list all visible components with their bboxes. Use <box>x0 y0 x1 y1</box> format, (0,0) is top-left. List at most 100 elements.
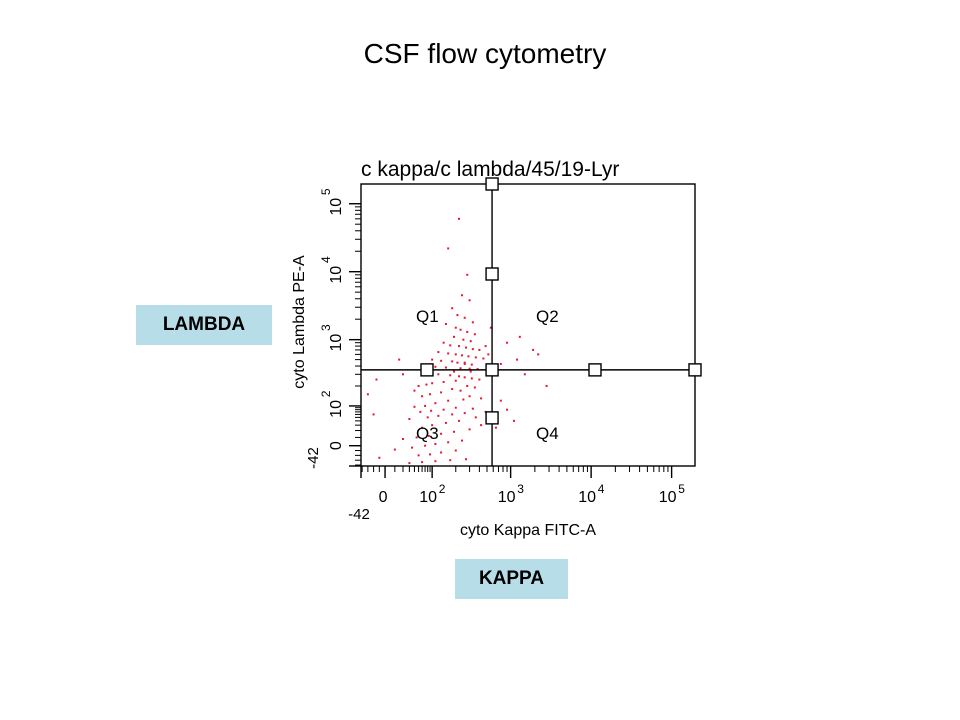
data-point <box>494 426 497 429</box>
data-point <box>421 395 424 398</box>
data-point <box>444 323 447 326</box>
data-point <box>474 416 477 419</box>
data-point <box>408 462 411 465</box>
data-point <box>468 367 471 370</box>
data-point <box>463 412 466 415</box>
data-point <box>430 409 433 412</box>
y-tick-exponent: 4 <box>319 256 333 263</box>
data-point <box>487 353 490 356</box>
data-point <box>480 424 483 427</box>
data-point <box>473 333 476 336</box>
data-point <box>470 363 473 366</box>
data-point <box>499 399 502 402</box>
data-point <box>468 395 471 398</box>
gate-handle <box>688 363 702 377</box>
data-point <box>417 454 420 457</box>
y-tick-exponent: 5 <box>319 188 333 195</box>
y-tick-label: 0 <box>328 441 345 450</box>
data-point <box>474 356 477 359</box>
data-point <box>440 359 443 362</box>
data-point <box>516 358 519 361</box>
data-point <box>466 384 469 387</box>
data-point <box>442 380 445 383</box>
data-point <box>434 402 437 405</box>
data-point <box>466 330 469 333</box>
data-point <box>464 458 467 461</box>
data-point <box>476 368 479 371</box>
quadrant-label-q4: Q4 <box>536 424 559 443</box>
data-point <box>454 326 457 329</box>
data-point <box>454 449 457 452</box>
data-point <box>437 351 440 354</box>
data-point <box>458 345 461 348</box>
data-point <box>451 307 454 310</box>
x-tick-label: -42 <box>348 506 370 523</box>
x-axis-label: cyto Kappa FITC-A <box>460 522 596 539</box>
data-point <box>468 299 471 302</box>
data-point <box>449 344 452 347</box>
data-point <box>425 383 428 386</box>
data-point <box>499 362 502 365</box>
data-point <box>378 456 381 459</box>
data-point <box>413 389 416 392</box>
data-point <box>413 405 416 408</box>
gate-handle <box>485 411 499 425</box>
data-point <box>411 446 414 449</box>
data-point <box>434 460 437 463</box>
data-point <box>462 338 465 341</box>
x-tick-label: 0 <box>379 489 388 506</box>
gate-handle <box>485 267 499 281</box>
data-point <box>466 273 469 276</box>
data-point <box>431 382 434 385</box>
data-point <box>480 397 483 400</box>
data-point <box>460 439 463 442</box>
data-point <box>424 444 427 447</box>
data-point <box>458 217 461 220</box>
gate-handle <box>485 363 499 377</box>
data-point <box>451 413 454 416</box>
data-point <box>459 367 462 370</box>
x-tick-label: 10 <box>659 489 677 506</box>
x-tick-exponent: 4 <box>598 482 605 496</box>
y-tick-label: 10 <box>328 198 345 216</box>
data-point <box>442 408 445 411</box>
data-point <box>470 377 473 380</box>
data-point <box>419 410 422 413</box>
data-point <box>523 373 526 376</box>
data-point <box>545 384 548 387</box>
data-point <box>478 378 481 381</box>
data-point <box>447 352 450 355</box>
data-point <box>398 358 401 361</box>
data-point <box>456 361 459 364</box>
data-point <box>447 399 450 402</box>
plot-frame <box>360 183 696 467</box>
data-point <box>469 370 472 373</box>
data-point <box>427 434 430 437</box>
data-point <box>431 358 434 361</box>
data-point <box>454 379 457 382</box>
data-point <box>460 354 463 357</box>
data-point <box>478 348 481 351</box>
x-tick-exponent: 5 <box>678 482 685 496</box>
y-tick-exponent: 2 <box>319 390 333 397</box>
data-point <box>518 335 521 338</box>
data-point <box>463 316 466 319</box>
data-point <box>434 442 437 445</box>
data-point <box>429 393 432 396</box>
data-point <box>426 416 429 419</box>
data-point <box>456 314 459 317</box>
data-point <box>489 326 492 329</box>
gate-handle <box>420 363 434 377</box>
data-point <box>440 391 443 394</box>
data-point <box>471 348 474 351</box>
gate-handle <box>485 177 499 191</box>
data-point <box>464 346 467 349</box>
data-point <box>451 388 454 391</box>
data-point <box>482 357 485 360</box>
data-point <box>463 376 466 379</box>
data-point <box>421 461 424 464</box>
x-tick-exponent: 2 <box>439 482 446 496</box>
data-point <box>366 393 369 396</box>
data-point <box>532 348 535 351</box>
data-point <box>463 362 466 365</box>
